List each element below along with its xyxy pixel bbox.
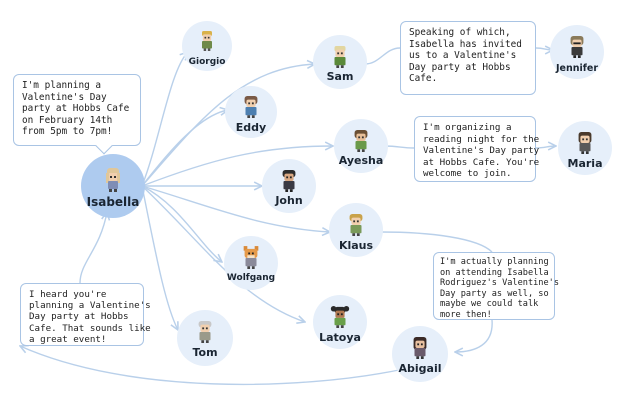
edge-isabella-giorgio xyxy=(141,52,188,187)
node-giorgio: Giorgio xyxy=(182,21,232,71)
sam-name: Sam xyxy=(326,70,354,83)
jennifer-avatar-icon xyxy=(570,35,584,58)
edge-ayesha-maria xyxy=(384,146,556,148)
edge-isabella-tom xyxy=(141,185,178,330)
tom-speech-bubble: I heard you're planning a Valentine's Da… xyxy=(20,283,151,346)
edge-isabella-sam xyxy=(141,64,315,187)
ayesha-speech-bubble: I'm organizing a reading night for the V… xyxy=(414,116,539,182)
node-isabella: Isabella xyxy=(81,154,145,218)
tom-avatar-icon xyxy=(198,321,212,344)
ayesha-avatar-icon xyxy=(354,129,368,152)
node-sam: Sam xyxy=(313,35,367,89)
isabella-speech-bubble: I'm planning a Valentine's Day party at … xyxy=(13,74,141,146)
wolfgang-name: Wolfgang xyxy=(226,273,276,283)
abigail-avatar-icon xyxy=(413,337,427,360)
node-jennifer: Jennifer xyxy=(550,25,604,79)
edge-isabella-ayesha xyxy=(141,146,333,187)
latoya-name: Latoya xyxy=(319,331,361,344)
node-ayesha: Ayesha xyxy=(334,119,388,173)
klaus-avatar-icon xyxy=(349,213,363,236)
tom-name: Tom xyxy=(192,346,218,359)
edge-isabella-klaus xyxy=(141,185,330,232)
eddy-avatar-icon xyxy=(244,95,258,118)
isabella-avatar-icon xyxy=(106,167,120,192)
node-klaus: Klaus xyxy=(329,203,383,257)
isabella-name: Isabella xyxy=(86,195,140,209)
edge-isabella-wolfgang xyxy=(141,185,222,262)
edge-isabella-latoya xyxy=(141,185,305,322)
klaus-name: Klaus xyxy=(338,239,374,252)
john-name: John xyxy=(275,194,303,207)
edge-abigail-tom xyxy=(20,346,400,386)
wolfgang-avatar-icon xyxy=(243,245,259,269)
sam-avatar-icon xyxy=(334,45,346,68)
giorgio-name: Giorgio xyxy=(188,57,226,67)
abigail-name: Abigail xyxy=(398,362,442,375)
john-avatar-icon xyxy=(282,169,296,192)
giorgio-avatar-icon xyxy=(202,31,212,51)
node-maria: Maria xyxy=(558,121,612,175)
eddy-name: Eddy xyxy=(235,121,267,134)
maria-avatar-icon xyxy=(578,131,592,154)
node-tom: Tom xyxy=(177,310,233,366)
edge-tom-isabella xyxy=(79,212,107,284)
node-abigail: Abigail xyxy=(392,326,448,382)
edge-klaus-abigail xyxy=(380,231,493,352)
node-wolfgang: Wolfgang xyxy=(224,236,278,290)
jennifer-name: Jennifer xyxy=(555,63,599,74)
sam-speech-bubble: Speaking of which, Isabella has invited … xyxy=(400,21,536,95)
node-john: John xyxy=(262,159,316,213)
node-eddy: Eddy xyxy=(225,86,277,138)
maria-name: Maria xyxy=(567,157,603,170)
ayesha-name: Ayesha xyxy=(338,154,384,167)
latoya-avatar-icon xyxy=(330,305,350,328)
klaus-speech-bubble: I'm actually planning on attending Isabe… xyxy=(433,252,559,320)
edge-isabella-eddy xyxy=(141,110,228,187)
node-latoya: Latoya xyxy=(313,295,367,349)
